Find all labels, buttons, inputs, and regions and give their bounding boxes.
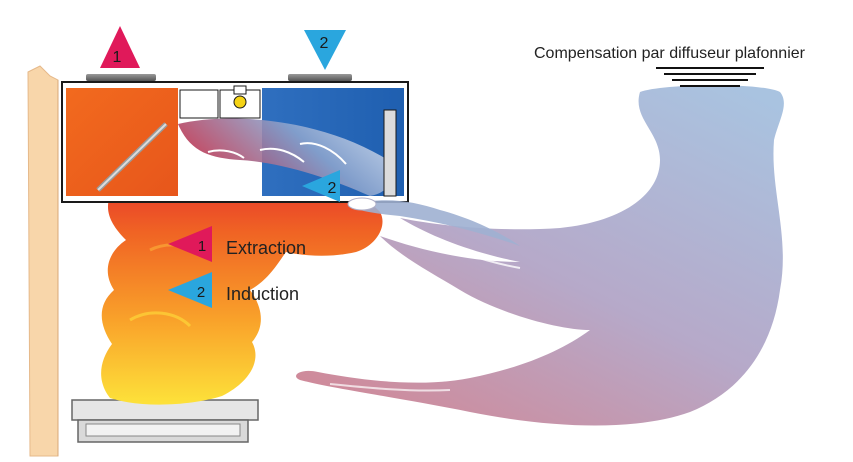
induction-jet bbox=[347, 197, 520, 246]
hood-light-icon bbox=[233, 95, 247, 109]
legend-number: 1 bbox=[198, 238, 206, 255]
ceiling-diffuser-label: Compensation par diffuseur plafonnier bbox=[534, 45, 806, 62]
wall bbox=[27, 65, 59, 457]
induction-marker-number: 2 bbox=[320, 35, 329, 52]
exhaust-duct bbox=[86, 74, 156, 81]
legend-label: Extraction bbox=[226, 238, 306, 258]
legend-item-extraction: 1 Extraction bbox=[168, 226, 306, 262]
legend: 1 Extraction 2 Induction bbox=[168, 226, 306, 308]
induction-marker-number: 2 bbox=[328, 180, 337, 197]
supply-duct bbox=[288, 74, 352, 81]
ceiling-diffuser bbox=[656, 67, 764, 87]
induction-triangle-icon bbox=[304, 30, 346, 70]
cooking-appliance bbox=[71, 399, 259, 443]
extraction-triangle-icon bbox=[168, 226, 212, 262]
extraction-marker-top: 1 bbox=[100, 26, 140, 68]
legend-label: Induction bbox=[226, 284, 299, 304]
extraction-hood bbox=[61, 81, 409, 203]
legend-item-induction: 2 Induction bbox=[168, 272, 299, 308]
induction-marker-top: 2 bbox=[304, 30, 346, 70]
supply-air-flow bbox=[296, 85, 784, 426]
induction-marker-hood: 2 bbox=[302, 170, 340, 202]
legend-number: 2 bbox=[197, 284, 205, 301]
extraction-marker-number: 1 bbox=[113, 49, 122, 66]
induction-triangle-icon bbox=[168, 272, 212, 308]
extraction-triangle-icon bbox=[100, 26, 140, 68]
induction-triangle-icon bbox=[302, 170, 340, 202]
